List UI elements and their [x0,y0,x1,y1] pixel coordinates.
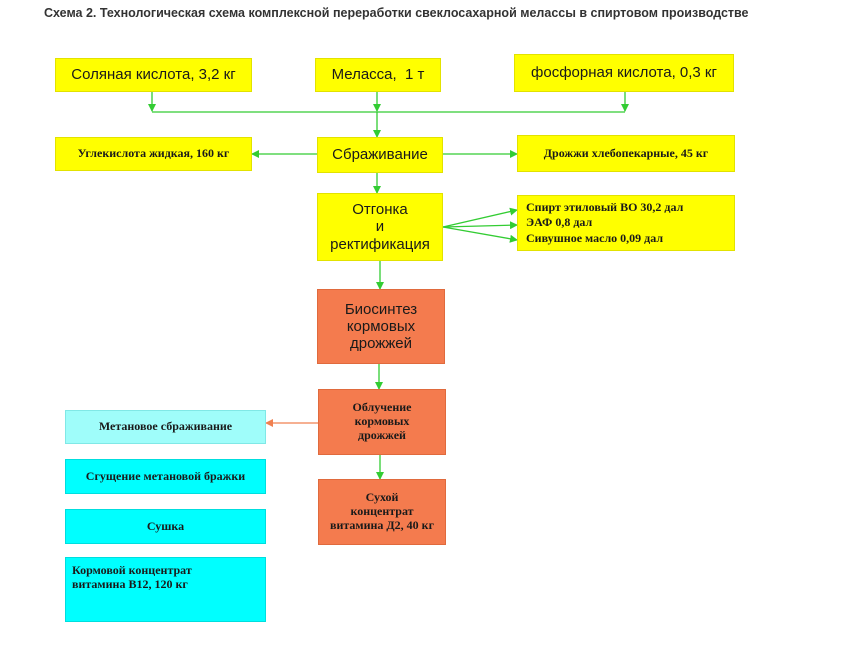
node-liquid-co2-label: Углекислота жидкая, 160 кг [77,146,230,161]
node-vitamin-d2-line3: витамина Д2, 40 кг [329,517,435,532]
node-thickening: Сгущение метановой бражки [65,459,266,494]
node-fermentation-label: Сбраживание [332,146,428,164]
node-methane-fermentation: Метановое сбраживание [65,410,266,444]
arrow-to-fusel [442,226,518,243]
node-irradiation: Облучение кормовых дрожжей [318,389,446,455]
node-molasses-label: Меласса, 1 т [331,66,425,84]
node-distillation-products: Спирт этиловый ВО 30,2 дал ЭАФ 0,8 дал С… [517,195,735,251]
node-phosphoric-acid: фосфорная кислота, 0,3 кг [514,54,734,92]
node-bakers-yeast: Дрожжи хлебопекарные, 45 кг [517,135,735,172]
node-biosynthesis-line3: дрожжей [349,335,413,353]
product-fusel-oil: Сивушное масло 0,09 дал [526,230,664,245]
node-vitamin-d2: Сухой концентрат витамина Д2, 40 кг [318,479,446,545]
node-vitamin-d2-line2: концентрат [350,504,414,519]
node-irradiation-line3: дрожжей [358,427,406,442]
arrow-to-ethanol [442,207,518,228]
node-biosynthesis-line1: Биосинтез [344,300,418,318]
node-distillation-line3: ректификация [330,235,430,253]
node-distillation: Отгонка и ректификация [317,193,443,261]
product-ethanol: Спирт этиловый ВО 30,2 дал [526,199,684,214]
node-irradiation-line2: кормовых [354,414,410,429]
diagram-title: Схема 2. Технологическая схема комплексн… [44,6,749,20]
node-biosynthesis: Биосинтез кормовых дрожжей [317,289,445,364]
node-drying-label: Сушка [146,518,185,533]
node-distillation-line2: и [375,218,385,236]
product-eaf: ЭАФ 0,8 дал [526,215,593,230]
node-hydrochloric-acid-label: Соляная кислота, 3,2 кг [71,66,236,84]
node-vitamin-b12-line2: витамина В12, 120 кг [72,576,188,591]
node-bakers-yeast-label: Дрожжи хлебопекарные, 45 кг [543,145,709,160]
node-drying: Сушка [65,509,266,544]
node-liquid-co2: Углекислота жидкая, 160 кг [55,137,252,171]
arrow-to-eaf [442,221,518,230]
node-fermentation: Сбраживание [317,137,443,173]
node-vitamin-b12: Кормовой концентрат витамина В12, 120 кг [65,557,266,622]
node-vitamin-b12-line1: Кормовой концентрат [72,563,192,577]
node-phosphoric-acid-label: фосфорная кислота, 0,3 кг [531,64,717,82]
node-molasses: Меласса, 1 т [315,58,441,92]
node-irradiation-line1: Облучение [352,400,412,415]
node-methane-fermentation-label: Метановое сбраживание [98,419,233,434]
node-vitamin-d2-line1: Сухой [365,490,399,505]
node-biosynthesis-line2: кормовых [346,317,416,335]
node-thickening-label: Сгущение метановой бражки [85,468,246,483]
node-hydrochloric-acid: Соляная кислота, 3,2 кг [55,58,252,92]
node-distillation-line1: Отгонка [352,201,408,219]
